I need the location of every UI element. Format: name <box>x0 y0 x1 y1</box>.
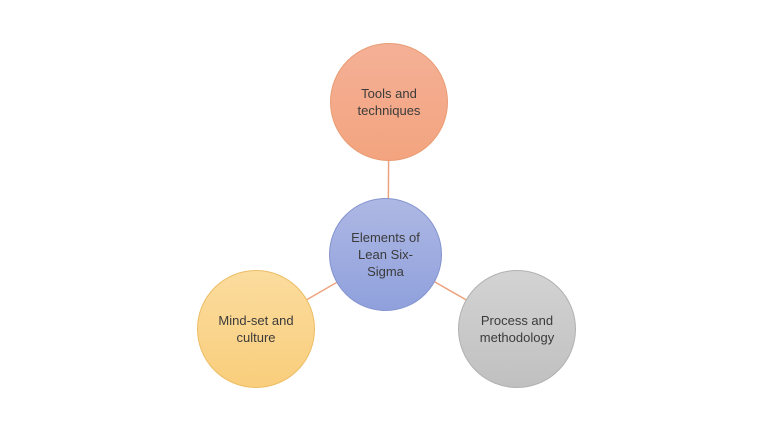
diagram-node-tools-and-techniques[interactable]: Tools and techniques <box>330 43 448 161</box>
diagram-node-mindset-and-culture[interactable]: Mind-set and culture <box>197 270 315 388</box>
node-label: Elements of Lean Six- Sigma <box>351 230 420 279</box>
diagram-node-elements-of-lean-six-sigma[interactable]: Elements of Lean Six- Sigma <box>329 198 442 311</box>
node-label: Mind-set and culture <box>218 313 294 345</box>
node-label: Process and methodology <box>479 313 555 345</box>
diagram-node-process-and-methodology[interactable]: Process and methodology <box>458 270 576 388</box>
node-label: Tools and techniques <box>357 86 421 118</box>
